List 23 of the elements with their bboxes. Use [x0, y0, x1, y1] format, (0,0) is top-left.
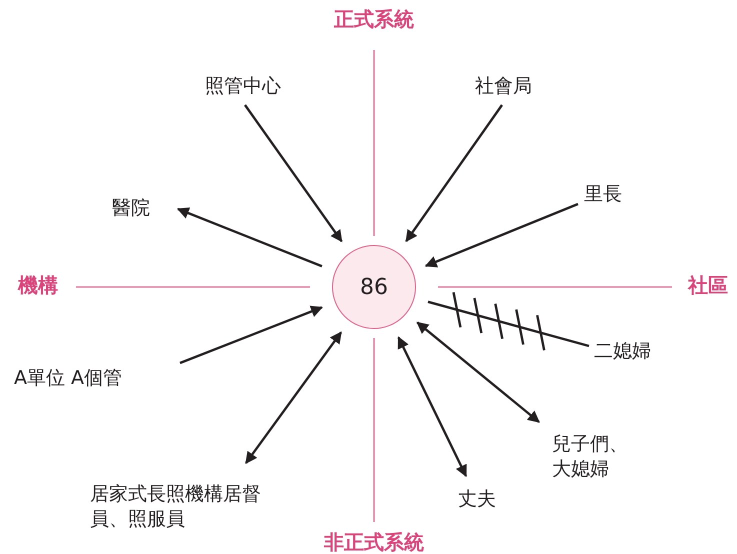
- node-label: 里長: [584, 182, 623, 206]
- axis-label: 正式系統: [333, 6, 415, 32]
- axis-label: 非正式系統: [323, 529, 425, 554]
- arrow: [180, 306, 323, 364]
- arrow: [416, 322, 540, 423]
- arrow: [424, 202, 578, 268]
- node-label: 兒子們、大媳婦: [552, 432, 629, 482]
- arrow: [405, 104, 503, 242]
- node-label: 居家式長照機構居督員、照服員: [90, 482, 262, 532]
- node-label: 醫院: [112, 196, 151, 220]
- node-label: 照管中心: [205, 74, 282, 98]
- hatched-line: [428, 292, 590, 351]
- arrow: [176, 207, 322, 268]
- node-label: A單位 A個管: [14, 366, 124, 390]
- node-label: 丈夫: [458, 486, 497, 512]
- axis-label: 機構: [16, 272, 59, 298]
- arrow: [397, 336, 468, 478]
- arrow: [244, 104, 343, 242]
- case-number: 86: [360, 274, 388, 302]
- arrow: [245, 331, 342, 464]
- node-label: 社會局: [475, 74, 533, 98]
- node-label: 二媳婦: [594, 338, 652, 364]
- axis-label: 社區: [686, 272, 729, 298]
